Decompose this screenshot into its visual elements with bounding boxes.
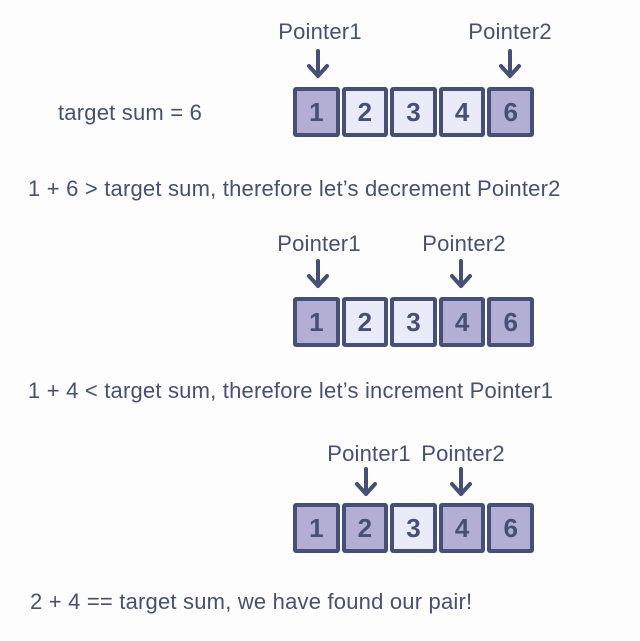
pointer2-label: Pointer2 xyxy=(421,441,505,466)
step-caption: 1 + 4 < target sum, therefore let’s incr… xyxy=(28,378,554,403)
array-cell: 1 xyxy=(293,87,340,137)
down-arrow-icon xyxy=(305,259,331,293)
array-cell: 2 xyxy=(341,503,389,553)
array-cell: 4 xyxy=(438,87,486,137)
array-cell: 1 xyxy=(293,503,340,553)
pointer1-label: Pointer1 xyxy=(327,441,411,466)
pointer2-label: Pointer2 xyxy=(468,19,552,44)
array-cell: 6 xyxy=(487,503,534,553)
pointer1-label: Pointer1 xyxy=(277,231,361,256)
array-cell: 2 xyxy=(341,87,389,137)
array-cell: 3 xyxy=(390,87,437,137)
down-arrow-icon xyxy=(497,49,523,83)
array: 1 2 3 4 6 xyxy=(293,297,534,347)
array: 1 2 3 4 6 xyxy=(293,503,534,553)
down-arrow-icon xyxy=(448,467,474,501)
target-sum-label: target sum = 6 xyxy=(58,100,203,125)
array-cell: 4 xyxy=(438,297,486,347)
step-caption: 1 + 6 > target sum, therefore let’s decr… xyxy=(28,176,561,201)
array-cell: 3 xyxy=(390,297,437,347)
array-cell: 4 xyxy=(438,503,486,553)
step-caption: 2 + 4 == target sum, we have found our p… xyxy=(30,589,473,614)
pointer2-label: Pointer2 xyxy=(422,231,506,256)
down-arrow-icon xyxy=(305,49,331,83)
pointer1-label: Pointer1 xyxy=(278,19,362,44)
array-cell: 3 xyxy=(390,503,437,553)
array-cell: 6 xyxy=(487,297,534,347)
array-cell: 1 xyxy=(293,297,340,347)
array-cell: 6 xyxy=(487,87,534,137)
array: 1 2 3 4 6 xyxy=(293,87,534,137)
down-arrow-icon xyxy=(353,467,379,501)
down-arrow-icon xyxy=(448,259,474,293)
array-cell: 2 xyxy=(341,297,389,347)
